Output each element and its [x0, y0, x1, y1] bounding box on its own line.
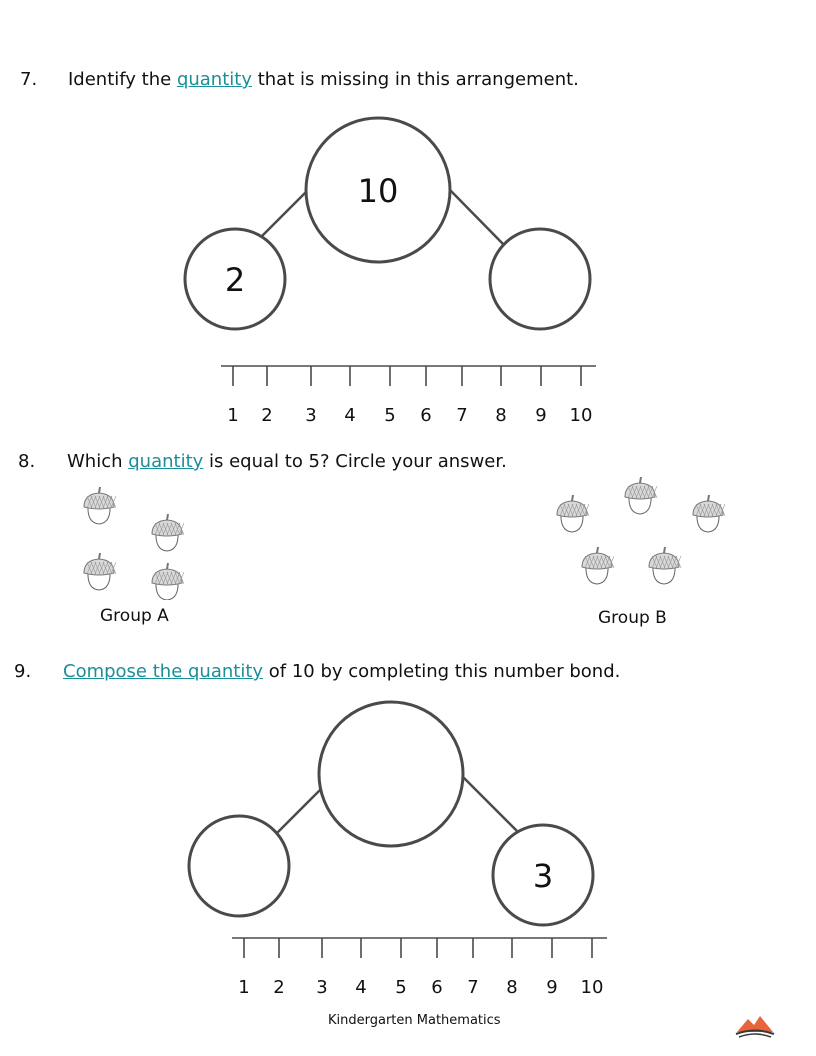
number-line-label: 4: [355, 977, 366, 998]
acorn-icon: [83, 552, 117, 591]
number-line-label: 2: [273, 977, 284, 998]
acorn-icon: [624, 476, 658, 515]
part-left-circle[interactable]: [187, 814, 291, 918]
number-line-q7: 1 2 3 4 5 6 7 8 9 10: [221, 365, 596, 426]
number-line-label: 8: [506, 977, 517, 998]
question-8-prompt: Which quantity is equal to 5? Circle you…: [67, 451, 507, 473]
number-bond-q9: 3: [187, 700, 595, 927]
group-b-acorns[interactable]: [0, 470, 816, 590]
question-8-text-after: is equal to 5? Circle your answer.: [203, 451, 507, 472]
number-line-label: 6: [420, 405, 431, 426]
acorn-icon: [151, 562, 185, 600]
whole-circle[interactable]: [317, 700, 465, 848]
number-line-label: 10: [570, 405, 593, 426]
number-line-label: 3: [316, 977, 327, 998]
number-bond-q7: 10 2: [183, 116, 592, 331]
question-9-number: 9.: [14, 661, 32, 682]
acorn-icon: [151, 513, 185, 552]
group-b-label: Group B: [598, 608, 667, 628]
acorn-icon: [556, 494, 590, 533]
bond-connector-left: [275, 785, 325, 835]
number-line-label: 5: [395, 977, 406, 998]
mountain-logo-icon: [735, 1016, 775, 1038]
number-line-label: 3: [305, 405, 316, 426]
number-line-label: 5: [384, 405, 395, 426]
number-line-label: 1: [238, 977, 249, 998]
question-8-number: 8.: [18, 451, 36, 472]
bond-connector-right: [449, 189, 506, 247]
group-a-label: Group A: [100, 606, 169, 626]
part-left-value: 2: [225, 261, 245, 299]
acorn-icon: [581, 546, 615, 585]
part-left-circle: [183, 227, 287, 331]
question-7-text-before: Identify the: [68, 69, 177, 90]
question-7-text-after: that is missing in this arrangement.: [251, 69, 579, 90]
whole-value: 10: [358, 172, 399, 210]
quantity-link[interactable]: quantity: [176, 69, 252, 90]
footer-text: Kindergarten Mathematics: [328, 1013, 501, 1028]
number-line-label: 7: [456, 405, 467, 426]
number-line-label: 2: [261, 405, 272, 426]
number-line-q9: 1 2 3 4 5 6 7 8 9 10: [232, 937, 607, 998]
number-line-label: 9: [546, 977, 557, 998]
number-line-label: 4: [344, 405, 355, 426]
group-a-acorns[interactable]: [0, 480, 816, 600]
part-right-value: 3: [533, 857, 553, 895]
bond-connector-left: [257, 191, 307, 241]
acorn-icon: [648, 546, 682, 585]
question-9-text-after: of 10 by completing this number bond.: [263, 661, 621, 682]
number-line-label: 10: [581, 977, 604, 998]
question-9-prompt: Compose the quantity of 10 by completing…: [63, 661, 620, 683]
compose-quantity-link[interactable]: Compose the quantity: [63, 661, 264, 682]
question-8-text-before: Which: [67, 451, 129, 472]
question-7-prompt: Identify the quantity that is missing in…: [68, 69, 579, 91]
part-right-circle: [491, 823, 595, 927]
number-line-label: 7: [467, 977, 478, 998]
number-line-label: 8: [495, 405, 506, 426]
whole-circle: [304, 116, 452, 264]
acorn-icon: [692, 494, 726, 533]
number-line-label: 1: [227, 405, 238, 426]
part-right-circle[interactable]: [488, 227, 592, 331]
bond-connector-right: [461, 775, 521, 835]
question-7-number: 7.: [20, 69, 38, 90]
number-line-label: 6: [431, 977, 442, 998]
quantity-link[interactable]: quantity: [128, 451, 204, 472]
number-line-label: 9: [535, 405, 546, 426]
acorn-icon: [83, 486, 117, 525]
